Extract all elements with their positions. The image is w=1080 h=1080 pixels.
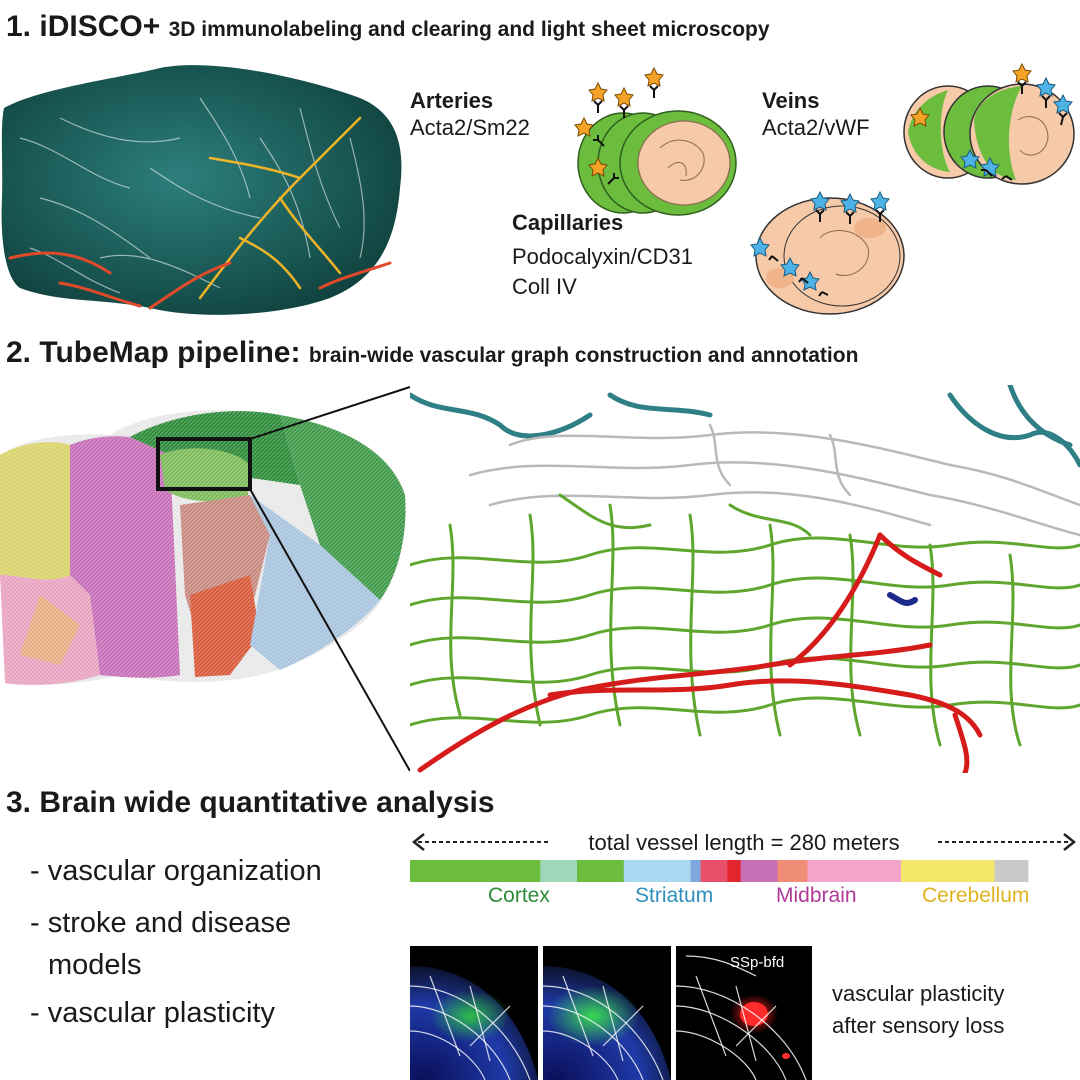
annotated-brain-section (0, 395, 410, 695)
section-2-number: 2. (6, 336, 32, 369)
heatmap-panel-2 (543, 946, 671, 1080)
zoom-box (156, 437, 252, 491)
plasticity-line-1: vascular plasticity (832, 981, 1005, 1006)
heatmap-panel-1 (410, 946, 538, 1080)
total-length-label: total vessel length = 280 meters (588, 830, 900, 855)
bar-segment-5 (700, 860, 728, 882)
bar-segment-1 (540, 860, 578, 882)
capillaries-markers-1: Podocalyxin/CD31 (512, 244, 693, 269)
heatmap-panel-3 (676, 946, 812, 1080)
bar-segment-4 (690, 860, 702, 882)
antibody-icons (574, 66, 664, 185)
region-label-striatum: Striatum (635, 884, 714, 907)
bar-segment-6 (727, 860, 742, 882)
arteries-markers: Acta2/Sm22 (410, 115, 530, 140)
plasticity-caption: vascular plasticity after sensory loss (832, 978, 1004, 1042)
bar-segment-7 (740, 860, 778, 882)
bar-segment-3 (623, 860, 692, 882)
bar-segment-11 (994, 860, 1029, 882)
bar-segment-9 (807, 860, 902, 882)
capillary-cross-section (750, 190, 905, 315)
section-3-number: 3. (6, 786, 32, 819)
bullet-stroke-disease-cont: models (48, 949, 142, 981)
region-label-midbrain: Midbrain (776, 884, 857, 907)
capillaries-title: Capillaries (512, 210, 624, 235)
length-arrow (411, 833, 1077, 851)
section-2-heading: 2. TubeMap pipeline: brain-wide vascular… (6, 336, 858, 370)
section-1-number: 1. (6, 10, 32, 43)
cleared-brain-image (1, 65, 402, 315)
bar-segment-2 (577, 860, 625, 882)
analysis-bullets: - vascular organization - stroke and dis… (30, 850, 390, 1034)
bar-segment-8 (777, 860, 808, 882)
vein-cross-section (903, 62, 1075, 185)
plasticity-line-2: after sensory loss (832, 1013, 1005, 1038)
region-label-cortex: Cortex (488, 884, 550, 907)
vascular-graph-panel (410, 385, 1080, 773)
artery-cross-section (574, 66, 737, 216)
section-1-subtitle: 3D immunolabeling and clearing and light… (168, 18, 770, 41)
veins-markers: Acta2/vWF (762, 115, 870, 140)
bullet-vascular-organization: - vascular organization (30, 855, 322, 887)
section-1-title: iDISCO+ (39, 10, 161, 43)
region-length-bar (410, 860, 1029, 882)
section-3-heading: 3. Brain wide quantitative analysis (6, 786, 495, 820)
veins-title: Veins (762, 88, 820, 113)
bullet-vascular-plasticity: - vascular plasticity (30, 997, 275, 1029)
region-label-cerebellum: Cerebellum (922, 884, 1030, 907)
section-2-subtitle: brain-wide vascular graph construction a… (308, 344, 859, 367)
capillaries-markers-2: Coll IV (512, 274, 577, 299)
zoom-connector (249, 386, 411, 772)
bullet-stroke-disease: - stroke and disease (30, 907, 292, 939)
arteries-title: Arteries (410, 88, 494, 113)
section-1-heading: 1. iDISCO+ 3D immunolabeling and clearin… (6, 10, 770, 44)
bar-segment-10 (900, 860, 995, 882)
section-3-title: Brain wide quantitative analysis (39, 786, 495, 819)
section-2-title: TubeMap pipeline: (39, 336, 301, 369)
bar-segment-0 (410, 860, 541, 882)
ssp-bfd-label: SSp-bfd (730, 954, 785, 971)
